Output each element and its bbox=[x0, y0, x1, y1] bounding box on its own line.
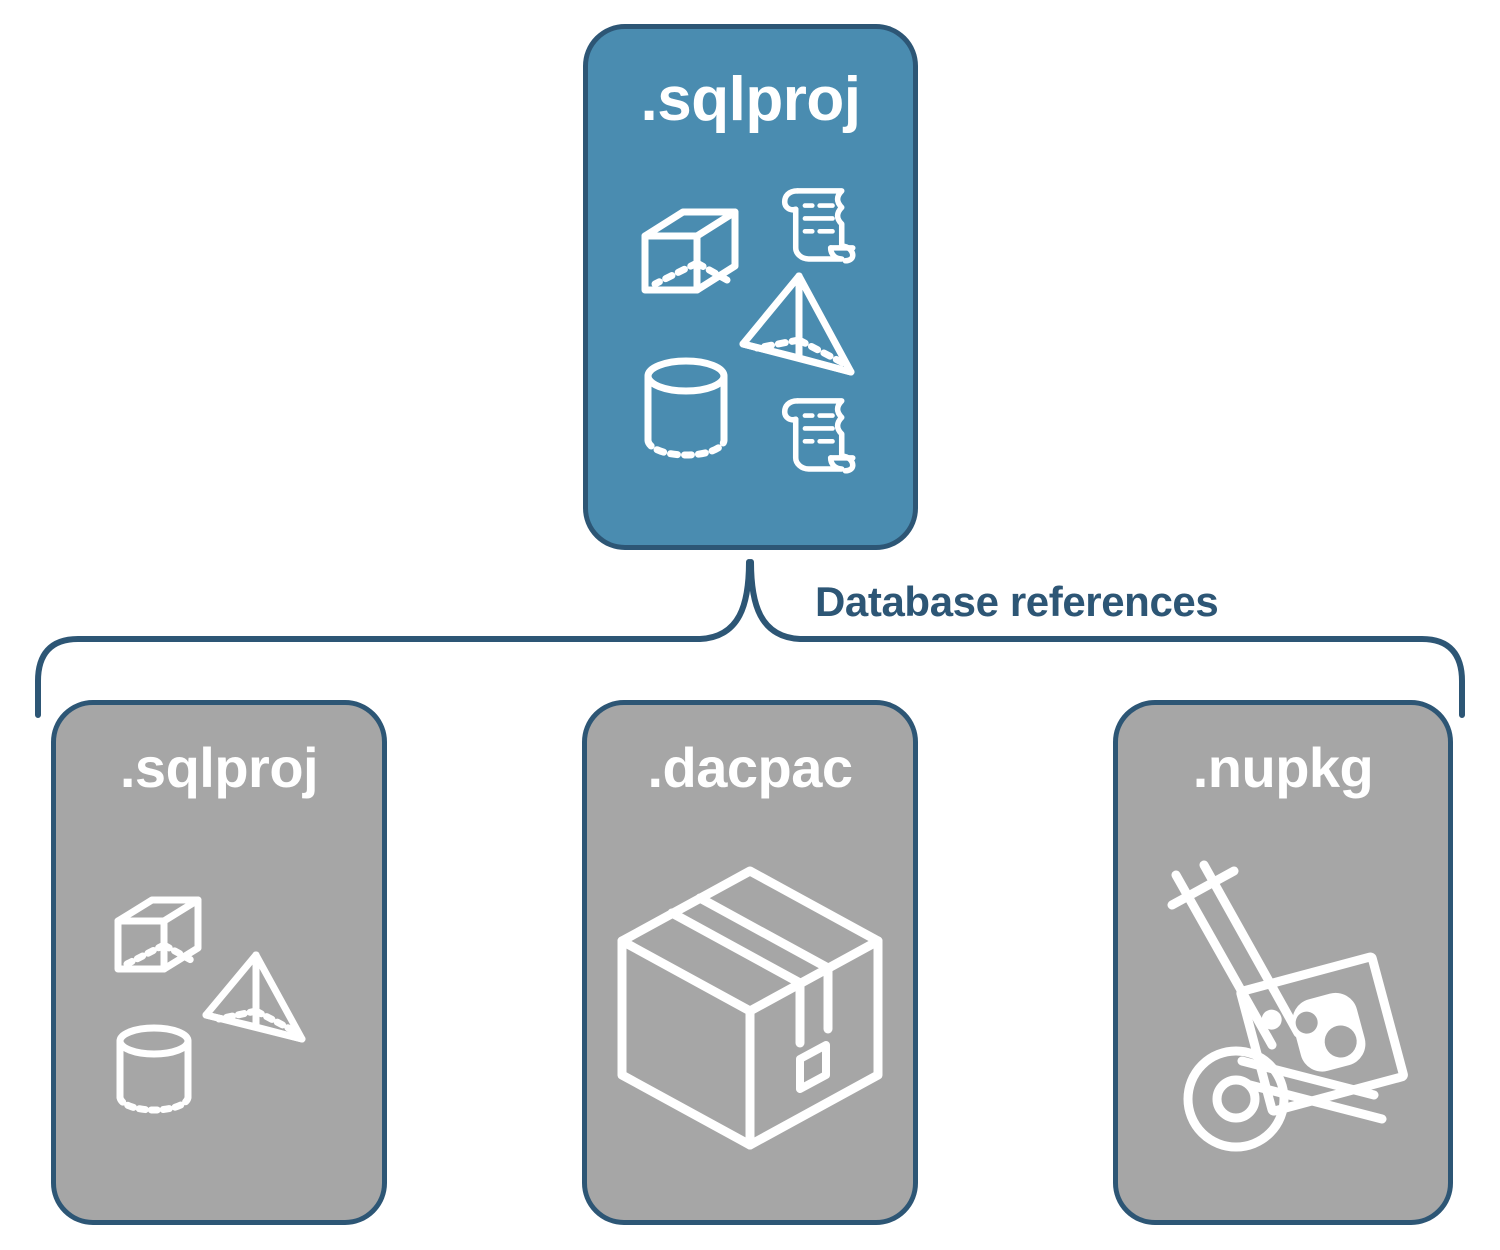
cube-icon bbox=[641, 208, 738, 294]
pyramid-icon bbox=[739, 272, 854, 376]
scroll-icon bbox=[781, 398, 856, 474]
node-sqlproj-project[interactable]: .sqlproj bbox=[583, 24, 918, 550]
node-title: .dacpac bbox=[647, 736, 853, 799]
node-nupkg-reference[interactable]: .nupkg bbox=[1113, 700, 1453, 1225]
node-title: .nupkg bbox=[1192, 736, 1374, 799]
node-title: .sqlproj bbox=[119, 736, 319, 799]
node-artwork bbox=[1118, 796, 1448, 1220]
node-sqlproj-reference[interactable]: .sqlproj bbox=[51, 700, 387, 1225]
cylinder-icon bbox=[116, 1024, 192, 1114]
pyramid-icon bbox=[202, 951, 306, 1043]
node-artwork bbox=[587, 796, 913, 1220]
scroll-icon bbox=[781, 188, 856, 264]
package-box-icon bbox=[617, 866, 883, 1150]
cylinder-icon bbox=[644, 357, 727, 459]
cube-icon bbox=[114, 896, 202, 973]
node-dacpac-reference[interactable]: .dacpac bbox=[582, 700, 918, 1225]
node-artwork bbox=[588, 131, 913, 545]
node-title: .sqlproj bbox=[640, 65, 861, 134]
brace-label: Database references bbox=[815, 578, 1219, 625]
nuget-package-icon bbox=[1235, 952, 1408, 1116]
node-artwork bbox=[56, 796, 382, 1220]
